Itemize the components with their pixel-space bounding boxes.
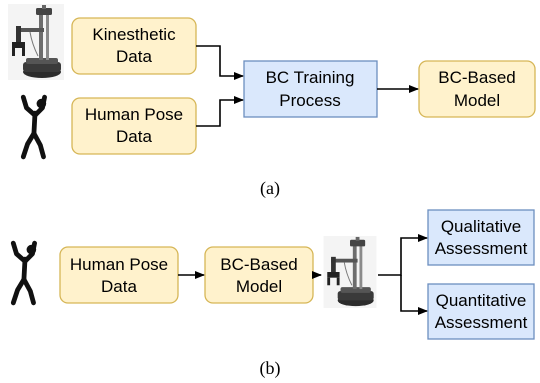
human-pose-data-b-line2: Data [101,277,137,296]
human-pose-data-a-line2: Data [116,127,152,146]
quantitative-line1: Quantitative [436,291,527,310]
kinesthetic-data-line2: Data [116,47,152,66]
robot-arm-photo [8,4,64,80]
bc-training-line1: BC Training [266,68,355,87]
qualitative-assessment-box: Qualitative Assessment [427,209,535,266]
human-pose-data-box-b: Human Pose Data [59,246,179,304]
quantitative-line2: Assessment [435,313,528,332]
bc-model-a-line2: Model [454,91,500,110]
panel-b: Human Pose Data BC-Based Model Qualitati… [13,209,535,379]
bc-model-box-a: BC-Based Model [418,60,536,118]
panel-a: Kinesthetic Data Human Pose Data BC Trai… [8,4,536,199]
bc-model-box-b: BC-Based Model [204,246,314,304]
qualitative-line2: Assessment [435,239,528,258]
kinesthetic-data-line1: Kinesthetic [92,25,176,44]
arrow-robot-to-qualitative [378,234,428,276]
bc-training-line2: Process [279,91,340,110]
quantitative-assessment-box: Quantitative Assessment [427,283,535,340]
dancing-person-icon [23,97,46,157]
arrow-humanpose-to-training [196,96,244,127]
human-pose-data-b-line1: Human Pose [70,255,168,274]
bc-training-process-box: BC Training Process [243,60,378,118]
bc-model-a-line1: BC-Based [438,68,515,87]
arrow-robot-to-quantitative [400,275,428,315]
kinesthetic-data-box: Kinesthetic Data [71,17,197,75]
bc-model-b-line2: Model [236,277,282,296]
caption-a: (a) [260,178,280,199]
human-pose-data-box-a: Human Pose Data [71,97,197,155]
human-pose-data-a-line1: Human Pose [85,105,183,124]
arrow-kinesthetic-to-training [196,45,244,80]
qualitative-line1: Qualitative [441,217,521,236]
bc-model-b-line1: BC-Based [220,255,297,274]
caption-b: (b) [260,358,281,379]
dancing-person-icon [13,243,36,303]
robot-arm-photo [322,236,378,308]
